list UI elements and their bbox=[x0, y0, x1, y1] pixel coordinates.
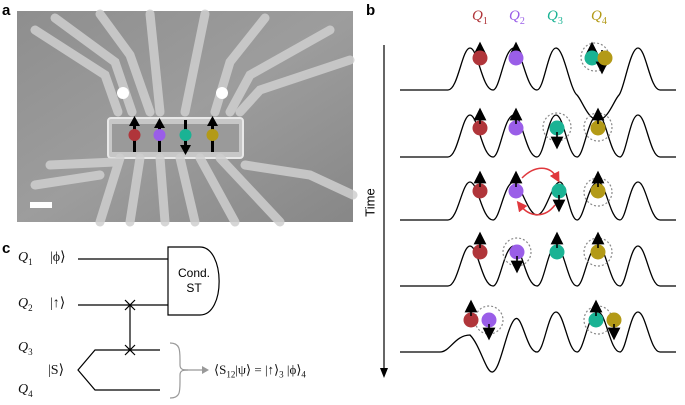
circuit-row-q3: Q3 bbox=[18, 340, 33, 357]
time-axis-label: Time bbox=[362, 188, 378, 217]
qubit-label-q3: Q3 bbox=[547, 8, 563, 27]
qubit-label-q4: Q4 bbox=[591, 8, 607, 27]
row-2-potential bbox=[400, 112, 676, 158]
panel-b-letter: b bbox=[366, 2, 376, 19]
spins-row-4 bbox=[472, 231, 606, 274]
spins-row-5 bbox=[463, 299, 622, 341]
qubit-label-q1: Q1 bbox=[472, 8, 488, 27]
circuit-row-q1: Q1 bbox=[18, 250, 33, 267]
row-5-potential bbox=[400, 305, 676, 373]
row-1-potential bbox=[400, 42, 676, 121]
result-formula: ⟨S12|ψ⟩ = |↑⟩3 |ϕ⟩4 bbox=[214, 362, 306, 380]
spins-row-3 bbox=[472, 170, 606, 213]
circuit-state-q2: |↑⟩ bbox=[50, 296, 66, 311]
conditional-st-gate: Cond. ST bbox=[170, 266, 218, 296]
row-3-potential bbox=[400, 167, 676, 221]
circuit-state-q1: |ϕ⟩ bbox=[50, 250, 66, 265]
singlet-state-label: |S⟩ bbox=[48, 363, 65, 378]
panel-c-letter: c bbox=[2, 240, 11, 257]
spins-row-1 bbox=[472, 41, 613, 75]
circuit-row-q4: Q4 bbox=[18, 382, 33, 399]
panel-a-letter: a bbox=[2, 2, 11, 19]
circuit-row-q2: Q2 bbox=[18, 296, 33, 313]
gate-label-line2: ST bbox=[186, 281, 202, 295]
gate-label-line1: Cond. bbox=[177, 266, 211, 280]
spins-row-2 bbox=[472, 107, 606, 150]
qubit-label-q2: Q2 bbox=[509, 8, 525, 27]
row-4-potential bbox=[400, 237, 676, 287]
